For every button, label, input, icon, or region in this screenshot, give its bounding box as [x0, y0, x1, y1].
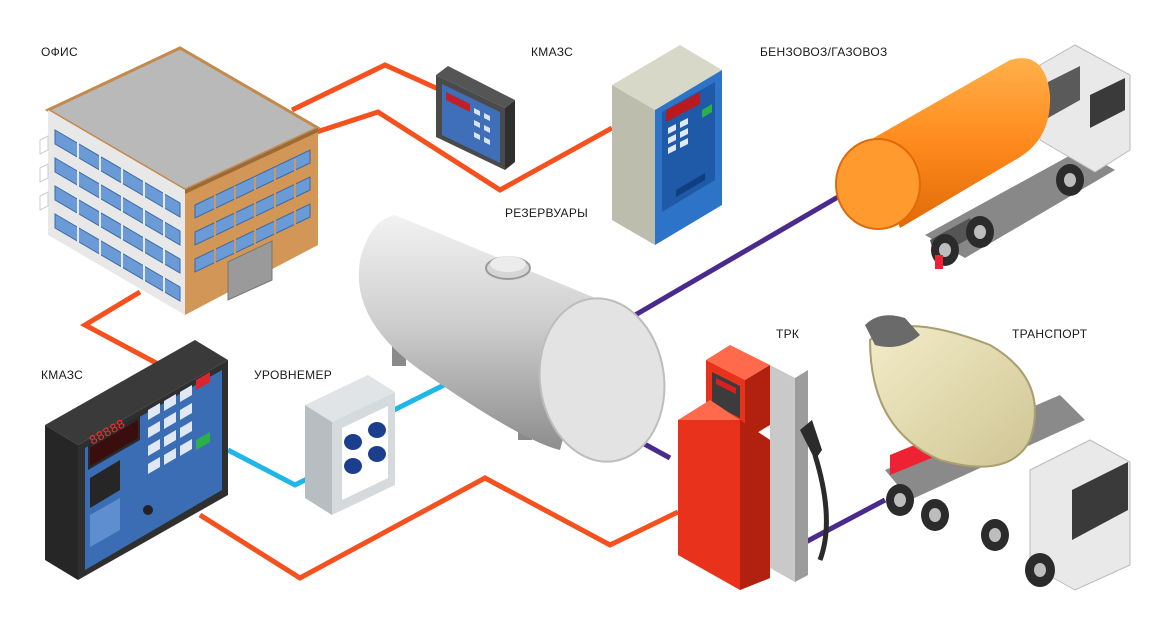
link-tank-tanker [628, 187, 852, 321]
office-building-icon [39, 46, 322, 315]
fuel-dispenser-icon [678, 345, 829, 590]
link-level-tank [388, 379, 452, 415]
level-gauge-icon [305, 375, 395, 515]
link-office-kiosk [291, 109, 614, 193]
label-trk: ТРК [776, 327, 800, 341]
link-office-terminal-top [290, 62, 447, 113]
label-tanks: РЕЗЕРВУАРЫ [505, 206, 589, 220]
fuel-tanker-icon [835, 44, 1131, 269]
storage-tank-icon [358, 215, 666, 463]
concrete-mixer-truck-icon [865, 315, 1131, 591]
link-office-panel [79, 289, 162, 368]
link-dispenser-transport [798, 497, 887, 548]
terminal-icon [436, 66, 515, 170]
label-level-gauge: УРОВНЕМЕР [254, 368, 333, 382]
control-panel-icon [45, 340, 228, 580]
label-transport: ТРАНСПОРТ [1012, 327, 1088, 341]
label-kmazs-top: КМАЗС [531, 45, 574, 59]
link-panel-level [226, 447, 317, 488]
kiosk-icon [612, 45, 722, 245]
label-kmazs-left: КМАЗС [41, 368, 84, 382]
label-office: ОФИС [41, 45, 78, 59]
label-tanker: БЕНЗОВОЗ/ГАЗОВОЗ [760, 45, 888, 59]
link-panel-dispenser [198, 475, 680, 581]
